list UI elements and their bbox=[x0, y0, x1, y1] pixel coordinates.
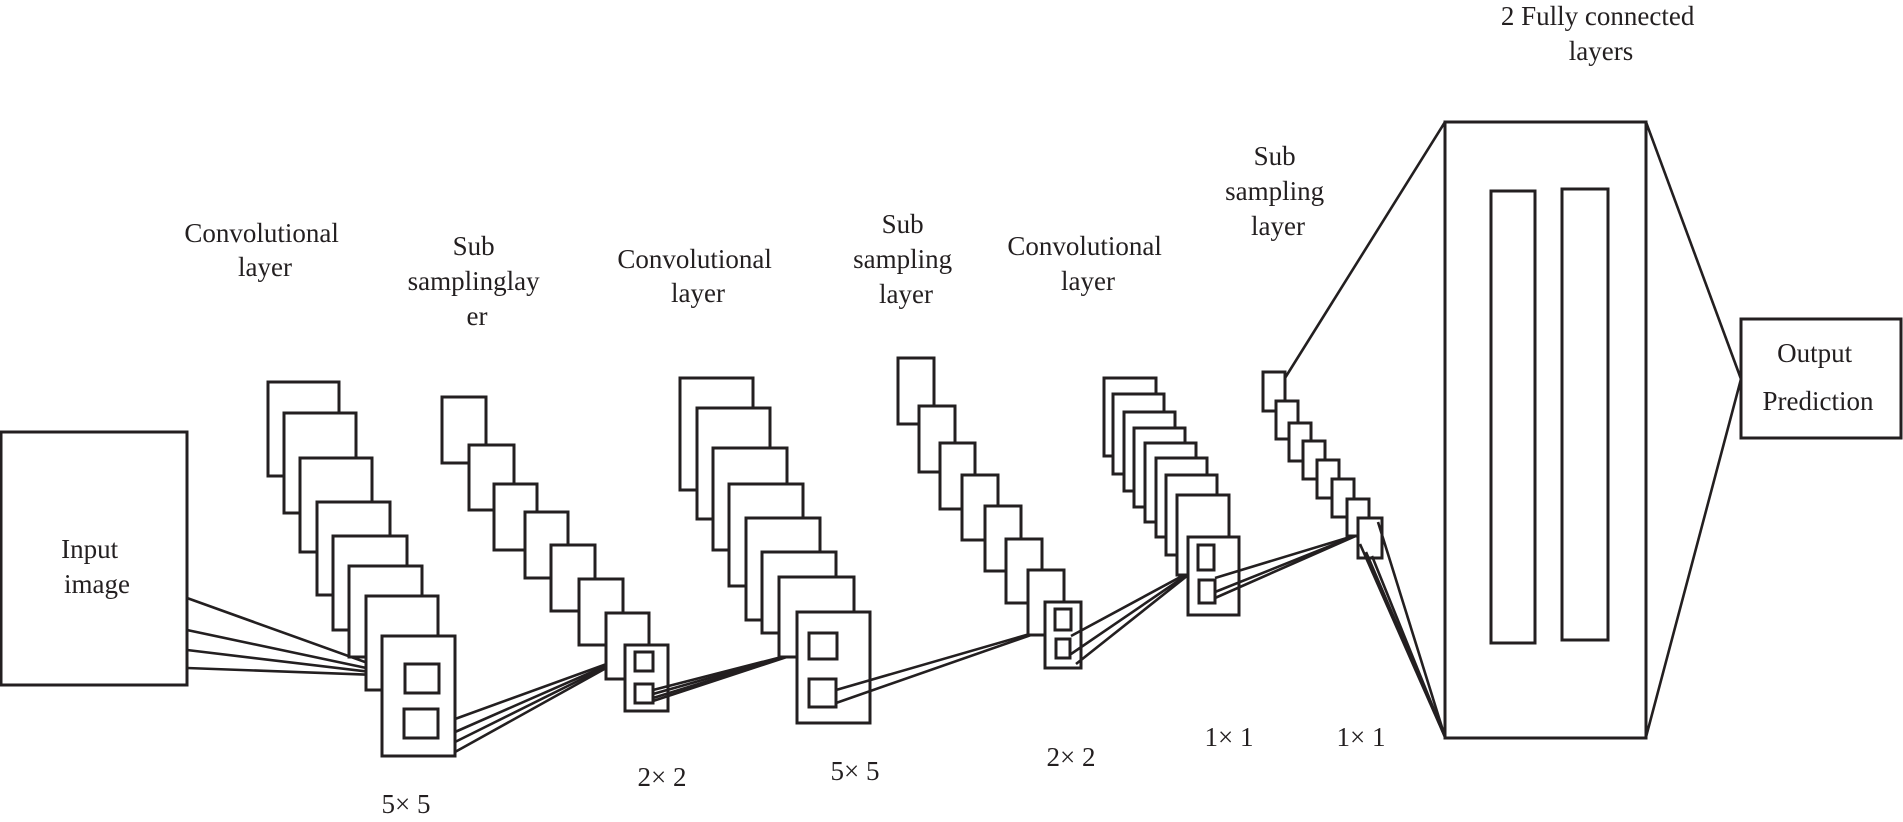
conv3-kernel-size: 1× 1 bbox=[1205, 722, 1254, 752]
conv1-feature-maps bbox=[266, 380, 457, 758]
sub3-label: Sub sampling layer bbox=[1225, 141, 1331, 241]
input-image-label: Input image bbox=[61, 534, 130, 599]
sub1-feature-maps bbox=[440, 395, 670, 713]
conv1-kernel-size: 5× 5 bbox=[382, 789, 431, 819]
sub1-label: Sub samplinglay er bbox=[408, 231, 547, 331]
conv1-label: Convolutional layer bbox=[184, 218, 345, 282]
output-prediction-label: Output Prediction bbox=[1763, 338, 1874, 416]
fc-to-output-connections bbox=[1644, 121, 1743, 738]
sub2-feature-maps bbox=[896, 356, 1083, 670]
fully-connected-block bbox=[1443, 120, 1648, 740]
fc-label: 2 Fully connected layers bbox=[1501, 1, 1701, 66]
conv2-label: Convolutional layer bbox=[617, 244, 778, 308]
conv2-kernel-size: 5× 5 bbox=[831, 756, 880, 786]
sub2-label: Sub sampling layer bbox=[853, 209, 959, 309]
sub1-kernel-size: 2× 2 bbox=[638, 762, 687, 792]
input-image-box bbox=[0, 430, 189, 687]
fc-layer-2 bbox=[1560, 187, 1610, 642]
conv1-to-sub1-connections bbox=[454, 655, 627, 754]
conv3-label: Convolutional layer bbox=[1007, 231, 1168, 296]
conv3-feature-maps bbox=[1102, 376, 1241, 617]
sub3-feature-maps bbox=[1261, 370, 1384, 560]
sub3-to-fc-connections bbox=[1283, 121, 1447, 738]
sub2-to-conv3-connections bbox=[1070, 566, 1198, 666]
conv2-feature-maps bbox=[678, 376, 872, 725]
fc-layer-1 bbox=[1489, 189, 1537, 645]
sub2-kernel-size: 2× 2 bbox=[1047, 742, 1096, 772]
sub3-kernel-size: 1× 1 bbox=[1337, 722, 1386, 752]
output-prediction-box bbox=[1739, 317, 1903, 440]
conv2-to-sub2-connections bbox=[835, 625, 1055, 705]
conv3-to-sub3-connections bbox=[1214, 532, 1361, 600]
